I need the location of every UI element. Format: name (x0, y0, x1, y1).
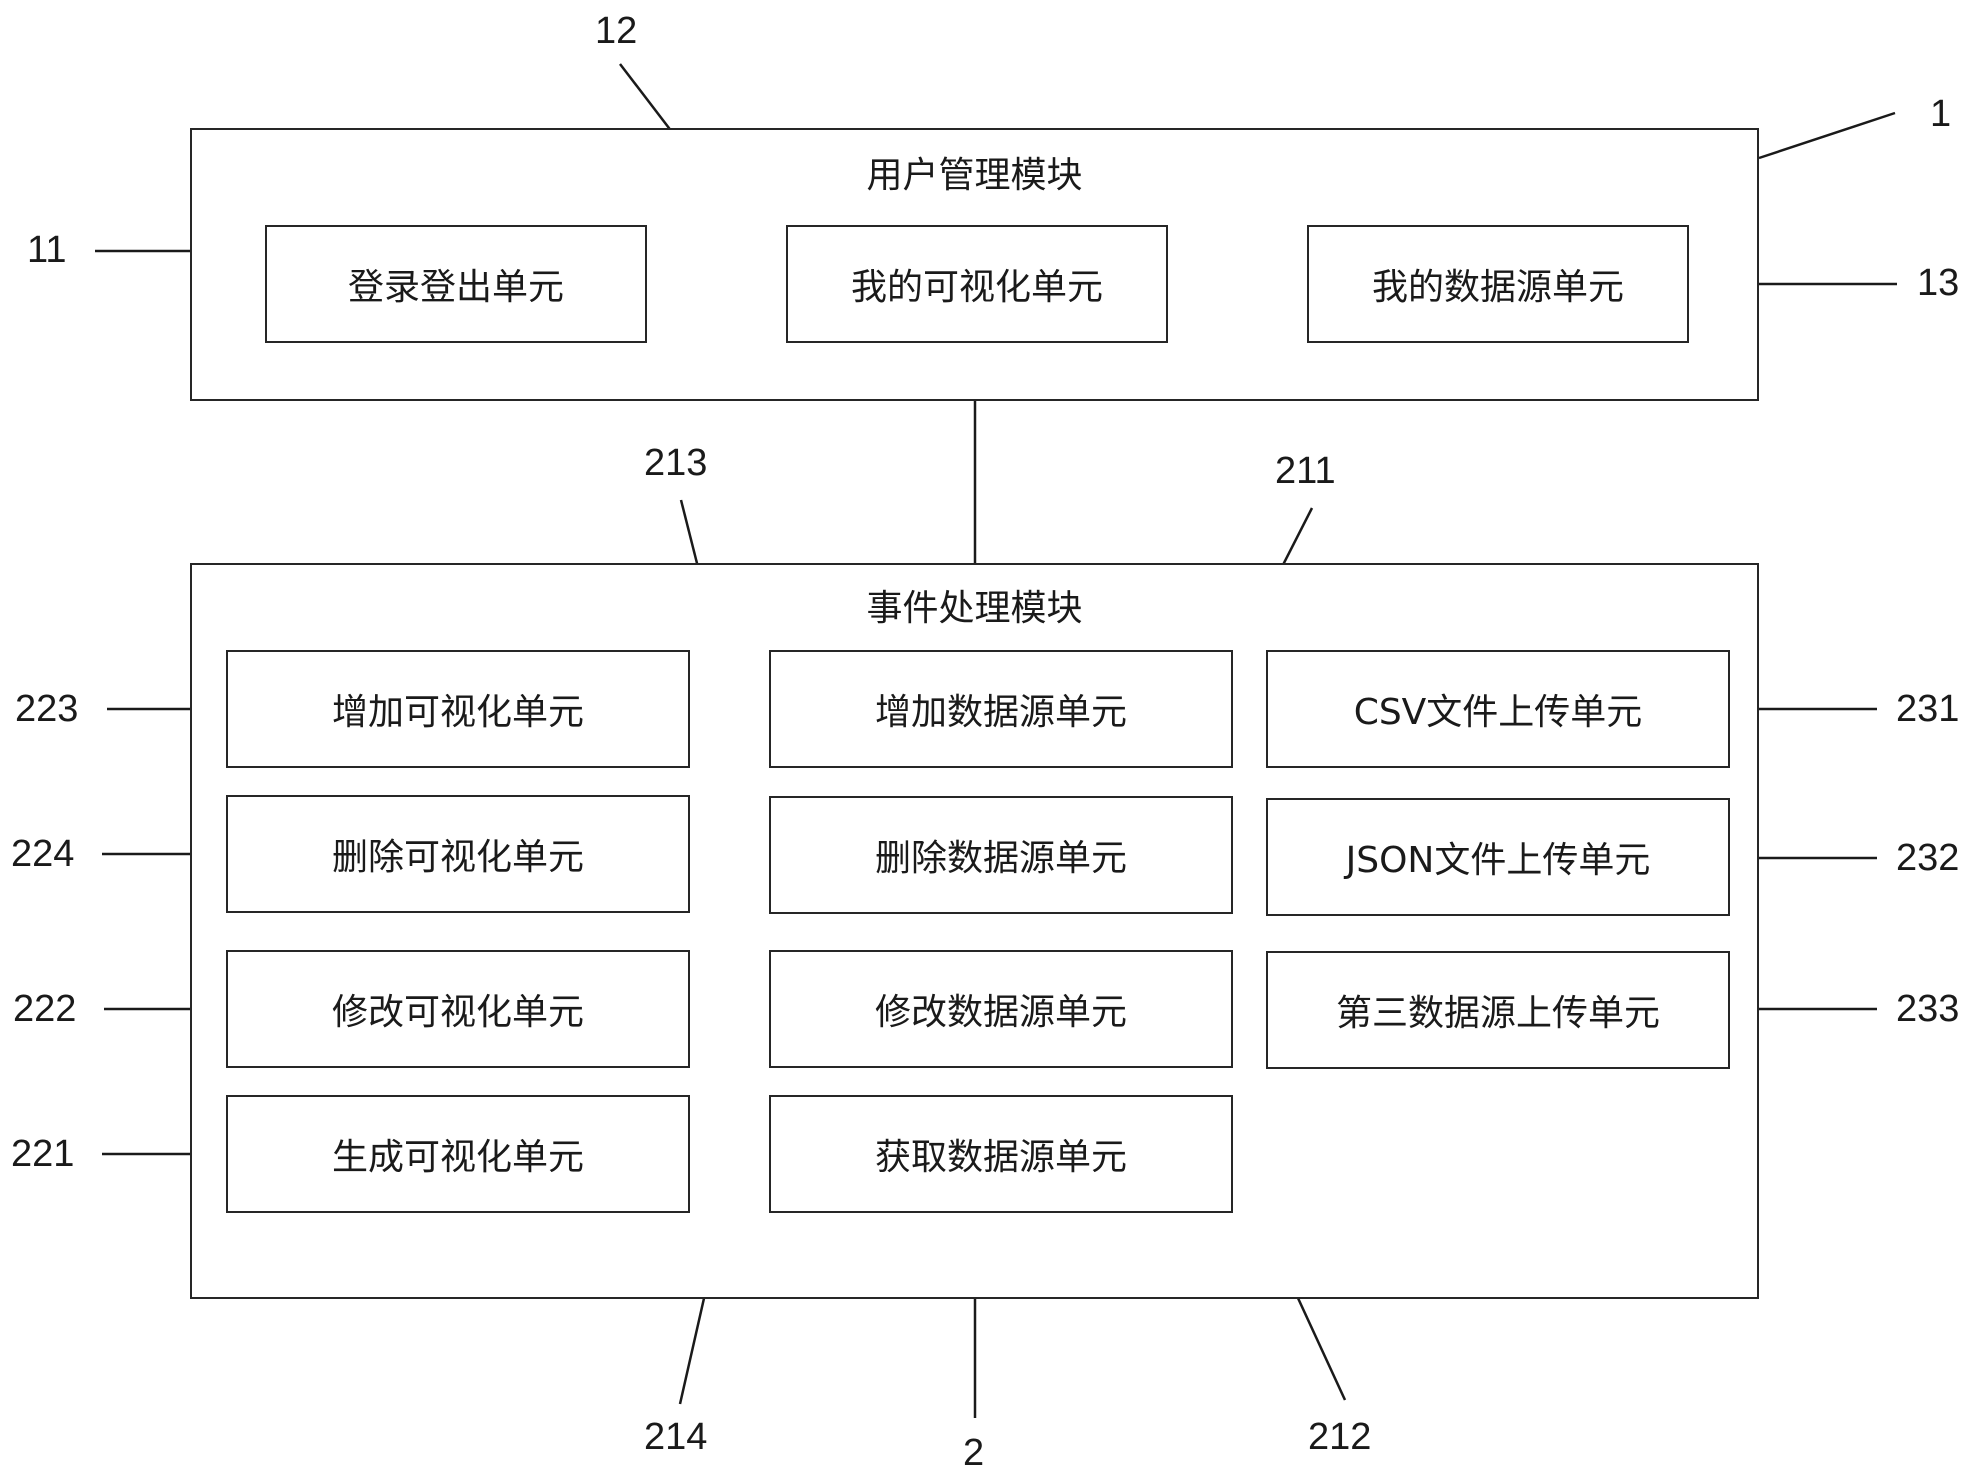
add-datasource-unit: 增加数据源单元 (769, 650, 1233, 768)
ref-label-1: 1 (1930, 93, 1952, 135)
ref-label-2: 2 (963, 1432, 985, 1474)
ref-label-13: 13 (1917, 262, 1960, 304)
ref-label-231: 231 (1896, 688, 1960, 730)
ref-label-11: 11 (27, 229, 67, 271)
ref-label-224: 224 (11, 833, 75, 875)
modify-datasource-unit: 修改数据源单元 (769, 950, 1233, 1068)
ref-label-213: 213 (644, 442, 708, 484)
csv-upload-unit: CSV文件上传单元 (1266, 650, 1730, 768)
ref-label-232: 232 (1896, 837, 1960, 879)
delete-datasource-unit: 删除数据源单元 (769, 796, 1233, 914)
ref-label-214: 214 (644, 1416, 708, 1458)
ref-label-212: 212 (1308, 1416, 1372, 1458)
ref-label-222: 222 (13, 988, 77, 1030)
json-upload-unit: JSON文件上传单元 (1266, 798, 1730, 916)
get-datasource-unit: 获取数据源单元 (769, 1095, 1233, 1213)
generate-visualization-unit: 生成可视化单元 (226, 1095, 690, 1213)
ref-label-223: 223 (15, 688, 79, 730)
ref-label-233: 233 (1896, 988, 1960, 1030)
my-visualization-unit: 我的可视化单元 (786, 225, 1168, 343)
modify-visualization-unit: 修改可视化单元 (226, 950, 690, 1068)
delete-visualization-unit: 删除可视化单元 (226, 795, 690, 913)
leader-line-1 (1758, 111, 1896, 160)
ref-label-211: 211 (1275, 450, 1336, 492)
ref-label-221: 221 (11, 1133, 75, 1175)
event-module-title: 事件处理模块 (866, 588, 1083, 629)
third-party-upload-unit: 第三数据源上传单元 (1266, 951, 1730, 1069)
user-module-title: 用户管理模块 (866, 155, 1083, 196)
add-visualization-unit: 增加可视化单元 (226, 650, 690, 768)
login-logout-unit: 登录登出单元 (265, 225, 647, 343)
my-datasource-unit: 我的数据源单元 (1307, 225, 1689, 343)
ref-label-12: 12 (595, 10, 638, 52)
